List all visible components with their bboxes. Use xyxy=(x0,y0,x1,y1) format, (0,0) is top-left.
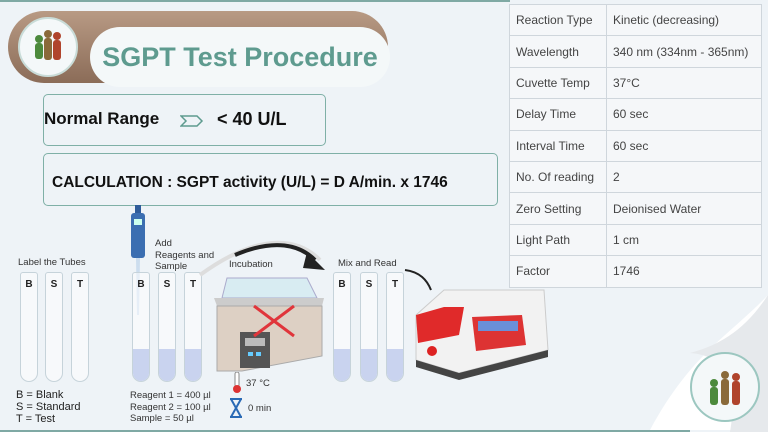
parameter-value: 1746 xyxy=(606,255,762,288)
normal-range-box: Normal Range < 40 U/L xyxy=(43,94,326,146)
parameter-name: Factor xyxy=(509,255,607,288)
step-label-incubation: Incubation xyxy=(229,259,273,270)
tube: T xyxy=(71,272,89,382)
parameter-name: Delay Time xyxy=(509,98,607,131)
parameter-name: Reaction Type xyxy=(509,3,607,37)
legend-item: S = Standard xyxy=(16,401,81,413)
chevron-arrow-icon xyxy=(180,115,204,127)
parameter-value: Kinetic (decreasing) xyxy=(606,3,762,37)
parameter-name: Cuvette Temp xyxy=(509,66,607,100)
tube: B xyxy=(20,272,38,382)
parameter-value: 2 xyxy=(606,160,762,194)
legend-item: T = Test xyxy=(16,413,56,425)
frame-line xyxy=(0,0,510,2)
tube-legend: B = Blank S = Standard T = Test xyxy=(16,389,81,425)
page-curl xyxy=(650,295,768,432)
parameter-name: Wavelength xyxy=(509,35,607,68)
normal-range-value: < 40 U/L xyxy=(217,109,287,129)
step-label-label-tubes: Label the Tubes xyxy=(18,257,86,268)
incubation-time: 0 min xyxy=(248,403,272,414)
calculation-box: CALCULATION : SGPT activity (U/L) = D A/… xyxy=(43,153,498,206)
parameter-value: 60 sec xyxy=(606,98,762,131)
parameter-value: 340 nm (334nm - 365nm) xyxy=(606,35,762,68)
parameter-value: 37°C xyxy=(606,66,762,100)
parameter-value: 60 sec xyxy=(606,129,762,162)
tube: B xyxy=(333,272,351,382)
hourglass-icon xyxy=(230,398,242,418)
parameter-value: Deionised Water xyxy=(606,192,762,225)
frame-line xyxy=(0,430,690,432)
title-banner: SGPT Test Procedure xyxy=(8,11,390,87)
analyzer-icon xyxy=(415,289,549,380)
tube: B xyxy=(132,272,150,382)
calculation-formula: CALCULATION : SGPT activity (U/L) = D A/… xyxy=(52,174,448,191)
tube: S xyxy=(158,272,176,382)
parameter-value: 1 cm xyxy=(606,223,762,257)
process-arrow-icon xyxy=(198,240,432,291)
title-container: SGPT Test Procedure xyxy=(90,27,390,87)
thermometer-icon xyxy=(233,372,241,393)
incubation-temp: 37 °C xyxy=(246,378,270,389)
normal-range-label: Normal Range xyxy=(44,109,160,128)
parameter-name: Interval Time xyxy=(509,129,607,162)
step-label-mix-read: Mix and Read xyxy=(338,258,397,269)
water-bath-incubator-icon xyxy=(214,277,324,372)
family-logo-icon xyxy=(35,30,61,60)
logo xyxy=(18,17,78,77)
tube: S xyxy=(45,272,63,382)
tube: T xyxy=(386,272,404,382)
tube: T xyxy=(184,272,202,382)
parameter-name: No. Of reading xyxy=(509,160,607,194)
tube: S xyxy=(360,272,378,382)
parameter-name: Zero Setting xyxy=(509,192,607,225)
page-title: SGPT Test Procedure xyxy=(102,41,378,72)
legend-item: B = Blank xyxy=(16,389,64,401)
parameter-name: Light Path xyxy=(509,223,607,257)
